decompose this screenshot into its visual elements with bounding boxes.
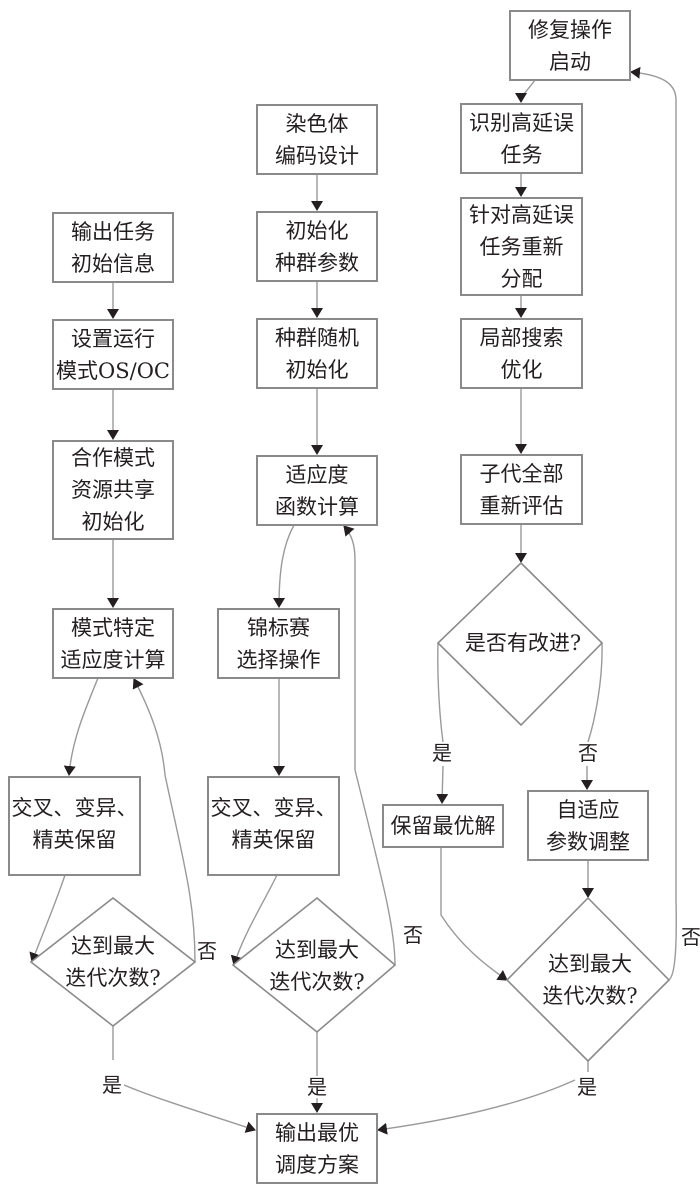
node-population-random-init: 种群随机 初始化 (256, 318, 378, 389)
decision-text-max-iter-3: 达到最大 迭代次数? (542, 952, 638, 1008)
edge-c3d2-out-yes (378, 1061, 589, 1130)
decision-diamond-c3d1 (436, 561, 604, 727)
decision-diamond-c2d1 (231, 896, 397, 1034)
node-adaptive-param-tuning: 自适应 参数调整 (527, 790, 649, 861)
node-chromosome-encoding: 染色体 编码设计 (256, 104, 378, 175)
node-fitness-function-calc: 适应度 函数计算 (256, 455, 378, 526)
edge-label-no-2: 否 (403, 923, 423, 947)
node-init-population-params: 初始化 种群参数 (256, 211, 378, 282)
node-output-best-schedule: 输出最优 调度方案 (256, 1113, 378, 1184)
node-reassign-delayed-tasks: 针对高延误 任务重新 分配 (460, 197, 583, 296)
edge-label-yes-4: 是 (577, 1075, 597, 1099)
edge-c1d1-c1n4-no (132, 678, 196, 963)
edge-c1n5-c1d1 (29, 874, 66, 963)
decision-text-max-iter-1: 达到最大 迭代次数? (65, 934, 161, 990)
node-crossover-mutation-elite-2: 交叉、变异、 精英保留 (207, 776, 340, 876)
edge-c3n1-c3n2 (515, 79, 536, 103)
edge-c2d1-c2n4-no (343, 525, 396, 966)
decision-text-max-iter-2: 达到最大 迭代次数? (269, 938, 365, 994)
edge-c3d2-c3n1-no (630, 66, 677, 981)
edge-label-yes-2: 是 (307, 1075, 327, 1099)
node-local-search: 局部搜索 优化 (460, 318, 583, 389)
edge-label-yes-1: 是 (102, 1073, 122, 1097)
edge-c1n4-c1n5 (63, 677, 99, 776)
node-mode-fitness-calc: 模式特定 适应度计算 (52, 608, 174, 679)
node-set-run-mode: 设置运行 模式OS/OC (52, 319, 174, 390)
edge-label-no-4: 否 (681, 925, 700, 949)
node-repair-start: 修复操作 启动 (509, 10, 631, 81)
decision-diamond-c3d2 (505, 896, 671, 1063)
node-crossover-mutation-elite-1: 交叉、变异、 精英保留 (8, 776, 141, 876)
edge-c2n4-c2n5 (273, 524, 295, 608)
edge-c3n6-c3d2 (440, 847, 508, 981)
decision-diamond-c1d1 (29, 896, 197, 1028)
node-coop-resource-init: 合作模式 资源共享 初始化 (52, 440, 174, 540)
node-tournament-selection: 锦标赛 选择操作 (217, 608, 340, 679)
decision-text-improved: 是否有改进? (464, 631, 582, 655)
node-output-task-info: 输出任务 初始信息 (52, 212, 174, 283)
edge-label-no-3: 否 (578, 741, 598, 765)
node-identify-delayed-tasks: 识别高延误 任务 (460, 103, 583, 174)
edge-c3d1-c3n7-no (587, 642, 603, 789)
edge-c2n6-c2d1 (230, 874, 278, 966)
node-keep-best-solution: 保留最优解 (382, 804, 504, 848)
edge-c3d1-c3n6-yes (438, 642, 443, 803)
edge-label-no-1: 否 (197, 939, 217, 963)
edge-c1d1-out-yes (112, 1026, 255, 1130)
node-re-evaluate-offspring: 子代全部 重新评估 (460, 454, 583, 525)
edge-label-yes-3: 是 (432, 741, 452, 765)
